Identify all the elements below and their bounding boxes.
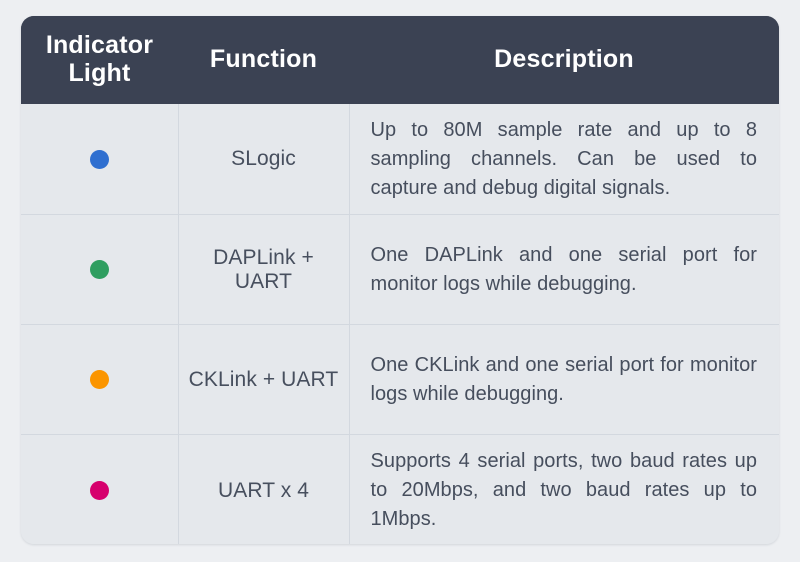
cell-description: Up to 80M sample rate and up to 8 sampli… xyxy=(370,119,757,199)
table-row: CKLink + UART One CKLink and one serial … xyxy=(21,324,779,435)
cell-description: Supports 4 serial ports, two baud rates … xyxy=(349,434,779,544)
column-header-indicator-light: Indicator Light xyxy=(21,16,178,104)
cell-function: UART x 4 xyxy=(178,434,350,544)
cell-description: One DAPLink and one serial port for moni… xyxy=(349,214,779,325)
blue-indicator-dot xyxy=(89,149,109,169)
cell-function: SLogic xyxy=(178,104,350,215)
table-row: DAPLink + UART One DAPLink and one seria… xyxy=(21,214,779,325)
indicator-light-table-container: Indicator Light Function Description SLo… xyxy=(21,16,779,544)
column-header-function: Function xyxy=(178,16,349,104)
green-indicator-dot xyxy=(89,260,109,280)
orange-indicator-dot xyxy=(89,370,109,390)
table-header-row: Indicator Light Function Description xyxy=(21,16,779,104)
cell-indicator-light xyxy=(21,324,179,435)
table-row: SLogic Up to 80M sample rate and up to 8… xyxy=(21,104,779,215)
cell-indicator-light xyxy=(21,104,179,215)
table-header: Indicator Light Function Description xyxy=(21,16,779,104)
column-header-description: Description xyxy=(349,16,779,104)
pink-indicator-dot xyxy=(89,481,109,501)
cell-function: DAPLink + UART xyxy=(178,214,350,325)
cell-description: One CKLink and one serial port for monit… xyxy=(349,324,779,435)
cell-indicator-light xyxy=(21,434,179,544)
indicator-light-table: Indicator Light Function Description SLo… xyxy=(21,16,779,544)
cell-function: CKLink + UART xyxy=(178,324,350,435)
table-body: SLogic Up to 80M sample rate and up to 8… xyxy=(21,104,779,544)
table-row: UART x 4 Supports 4 serial ports, two ba… xyxy=(21,434,779,544)
cell-indicator-light xyxy=(21,214,179,325)
